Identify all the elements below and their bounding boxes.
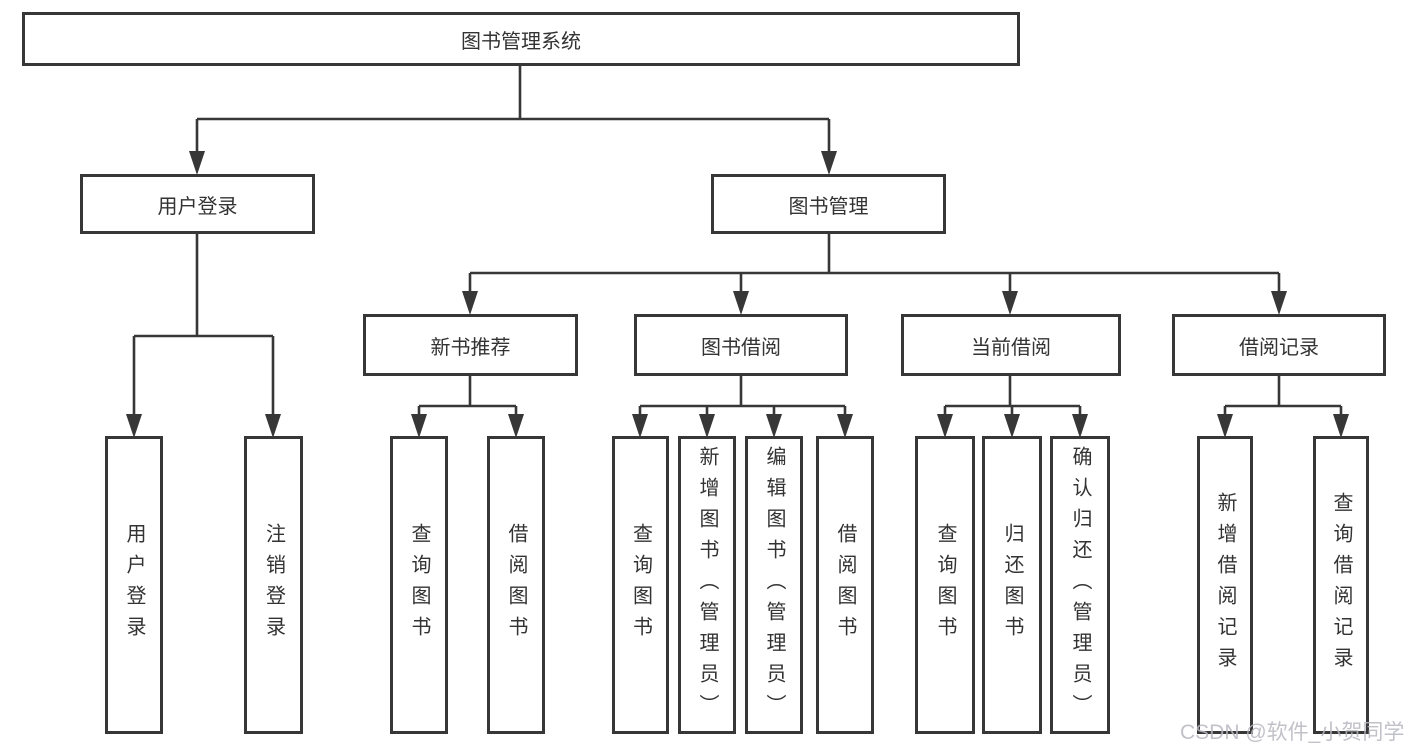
connector-root-arrows — [189, 151, 837, 175]
connector-current-borrow-arrows — [937, 414, 1088, 438]
leaf-return-book: 归还图书 — [982, 436, 1042, 734]
leaf-query-books-borrow: 查询图书 — [612, 436, 669, 734]
leaf-query-books-current-label: 查询图书 — [934, 523, 956, 647]
leaf-query-books-borrow-label: 查询图书 — [629, 523, 652, 647]
leaf-query-borrow-record: 查询借阅记录 — [1313, 436, 1369, 734]
connector-user-login — [132, 234, 275, 418]
connector-book-management-arrows — [462, 291, 1287, 315]
leaf-confirm-return-admin: 确认归还（管理员） — [1050, 436, 1110, 734]
leaf-edit-book-admin-label: 编辑图书（管理员） — [763, 445, 785, 725]
leaf-query-books-recommend: 查询图书 — [390, 436, 448, 734]
leaf-confirm-return-admin-label: 确认归还（管理员） — [1069, 445, 1091, 725]
connector-new-book-recommend — [417, 376, 518, 418]
leaf-borrow-books-recommend-label: 借阅图书 — [505, 523, 527, 647]
node-new-book-recommend: 新书推荐 — [363, 314, 578, 376]
leaf-user-login: 用户登录 — [105, 436, 163, 734]
leaf-return-book-label: 归还图书 — [1001, 523, 1023, 647]
node-user-login-label: 用户登录 — [157, 195, 238, 218]
node-book-management-label: 图书管理 — [788, 195, 869, 218]
node-root: 图书管理系统 — [22, 12, 1020, 66]
leaf-borrow-books-recommend: 借阅图书 — [487, 436, 545, 734]
leaf-add-borrow-record-label: 新增借阅记录 — [1214, 492, 1236, 678]
connector-book-borrow — [638, 376, 847, 418]
node-new-book-recommend-label: 新书推荐 — [430, 336, 511, 359]
leaf-logout-label: 注销登录 — [262, 523, 285, 647]
connector-new-book-recommend-arrows — [411, 414, 524, 438]
leaf-query-borrow-record-label: 查询借阅记录 — [1330, 492, 1352, 678]
connector-borrow-records-arrows — [1217, 414, 1349, 438]
leaf-logout: 注销登录 — [244, 436, 303, 734]
leaf-query-books-recommend-label: 查询图书 — [408, 523, 430, 647]
connector-user-login-arrows — [126, 414, 281, 438]
leaf-add-book-admin: 新增图书（管理员） — [678, 436, 736, 734]
connector-borrow-records — [1223, 376, 1343, 418]
node-borrow-records-label: 借阅记录 — [1239, 336, 1319, 359]
leaf-query-books-current: 查询图书 — [915, 436, 975, 734]
node-book-management: 图书管理 — [711, 174, 946, 234]
connector-root — [195, 66, 831, 155]
leaf-borrow-books-borrow: 借阅图书 — [816, 436, 874, 734]
watermark-text: CSDN @软件_小贺同学 — [1180, 721, 1405, 744]
connector-book-management — [468, 234, 1281, 295]
node-current-borrow: 当前借阅 — [901, 314, 1121, 376]
connector-current-borrow — [943, 376, 1082, 418]
leaf-add-book-admin-label: 新增图书（管理员） — [696, 445, 718, 725]
leaf-user-login-label: 用户登录 — [123, 523, 145, 647]
node-current-borrow-label: 当前借阅 — [971, 336, 1051, 359]
node-book-borrow-label: 图书借阅 — [701, 336, 781, 359]
connector-book-borrow-arrows — [632, 414, 853, 438]
node-borrow-records: 借阅记录 — [1172, 314, 1386, 376]
node-book-borrow: 图书借阅 — [634, 314, 848, 376]
leaf-add-borrow-record: 新增借阅记录 — [1197, 436, 1253, 734]
leaf-edit-book-admin: 编辑图书（管理员） — [745, 436, 803, 734]
node-root-label: 图书管理系统 — [461, 30, 581, 53]
node-user-login: 用户登录 — [80, 174, 315, 234]
leaf-borrow-books-borrow-label: 借阅图书 — [834, 523, 856, 647]
